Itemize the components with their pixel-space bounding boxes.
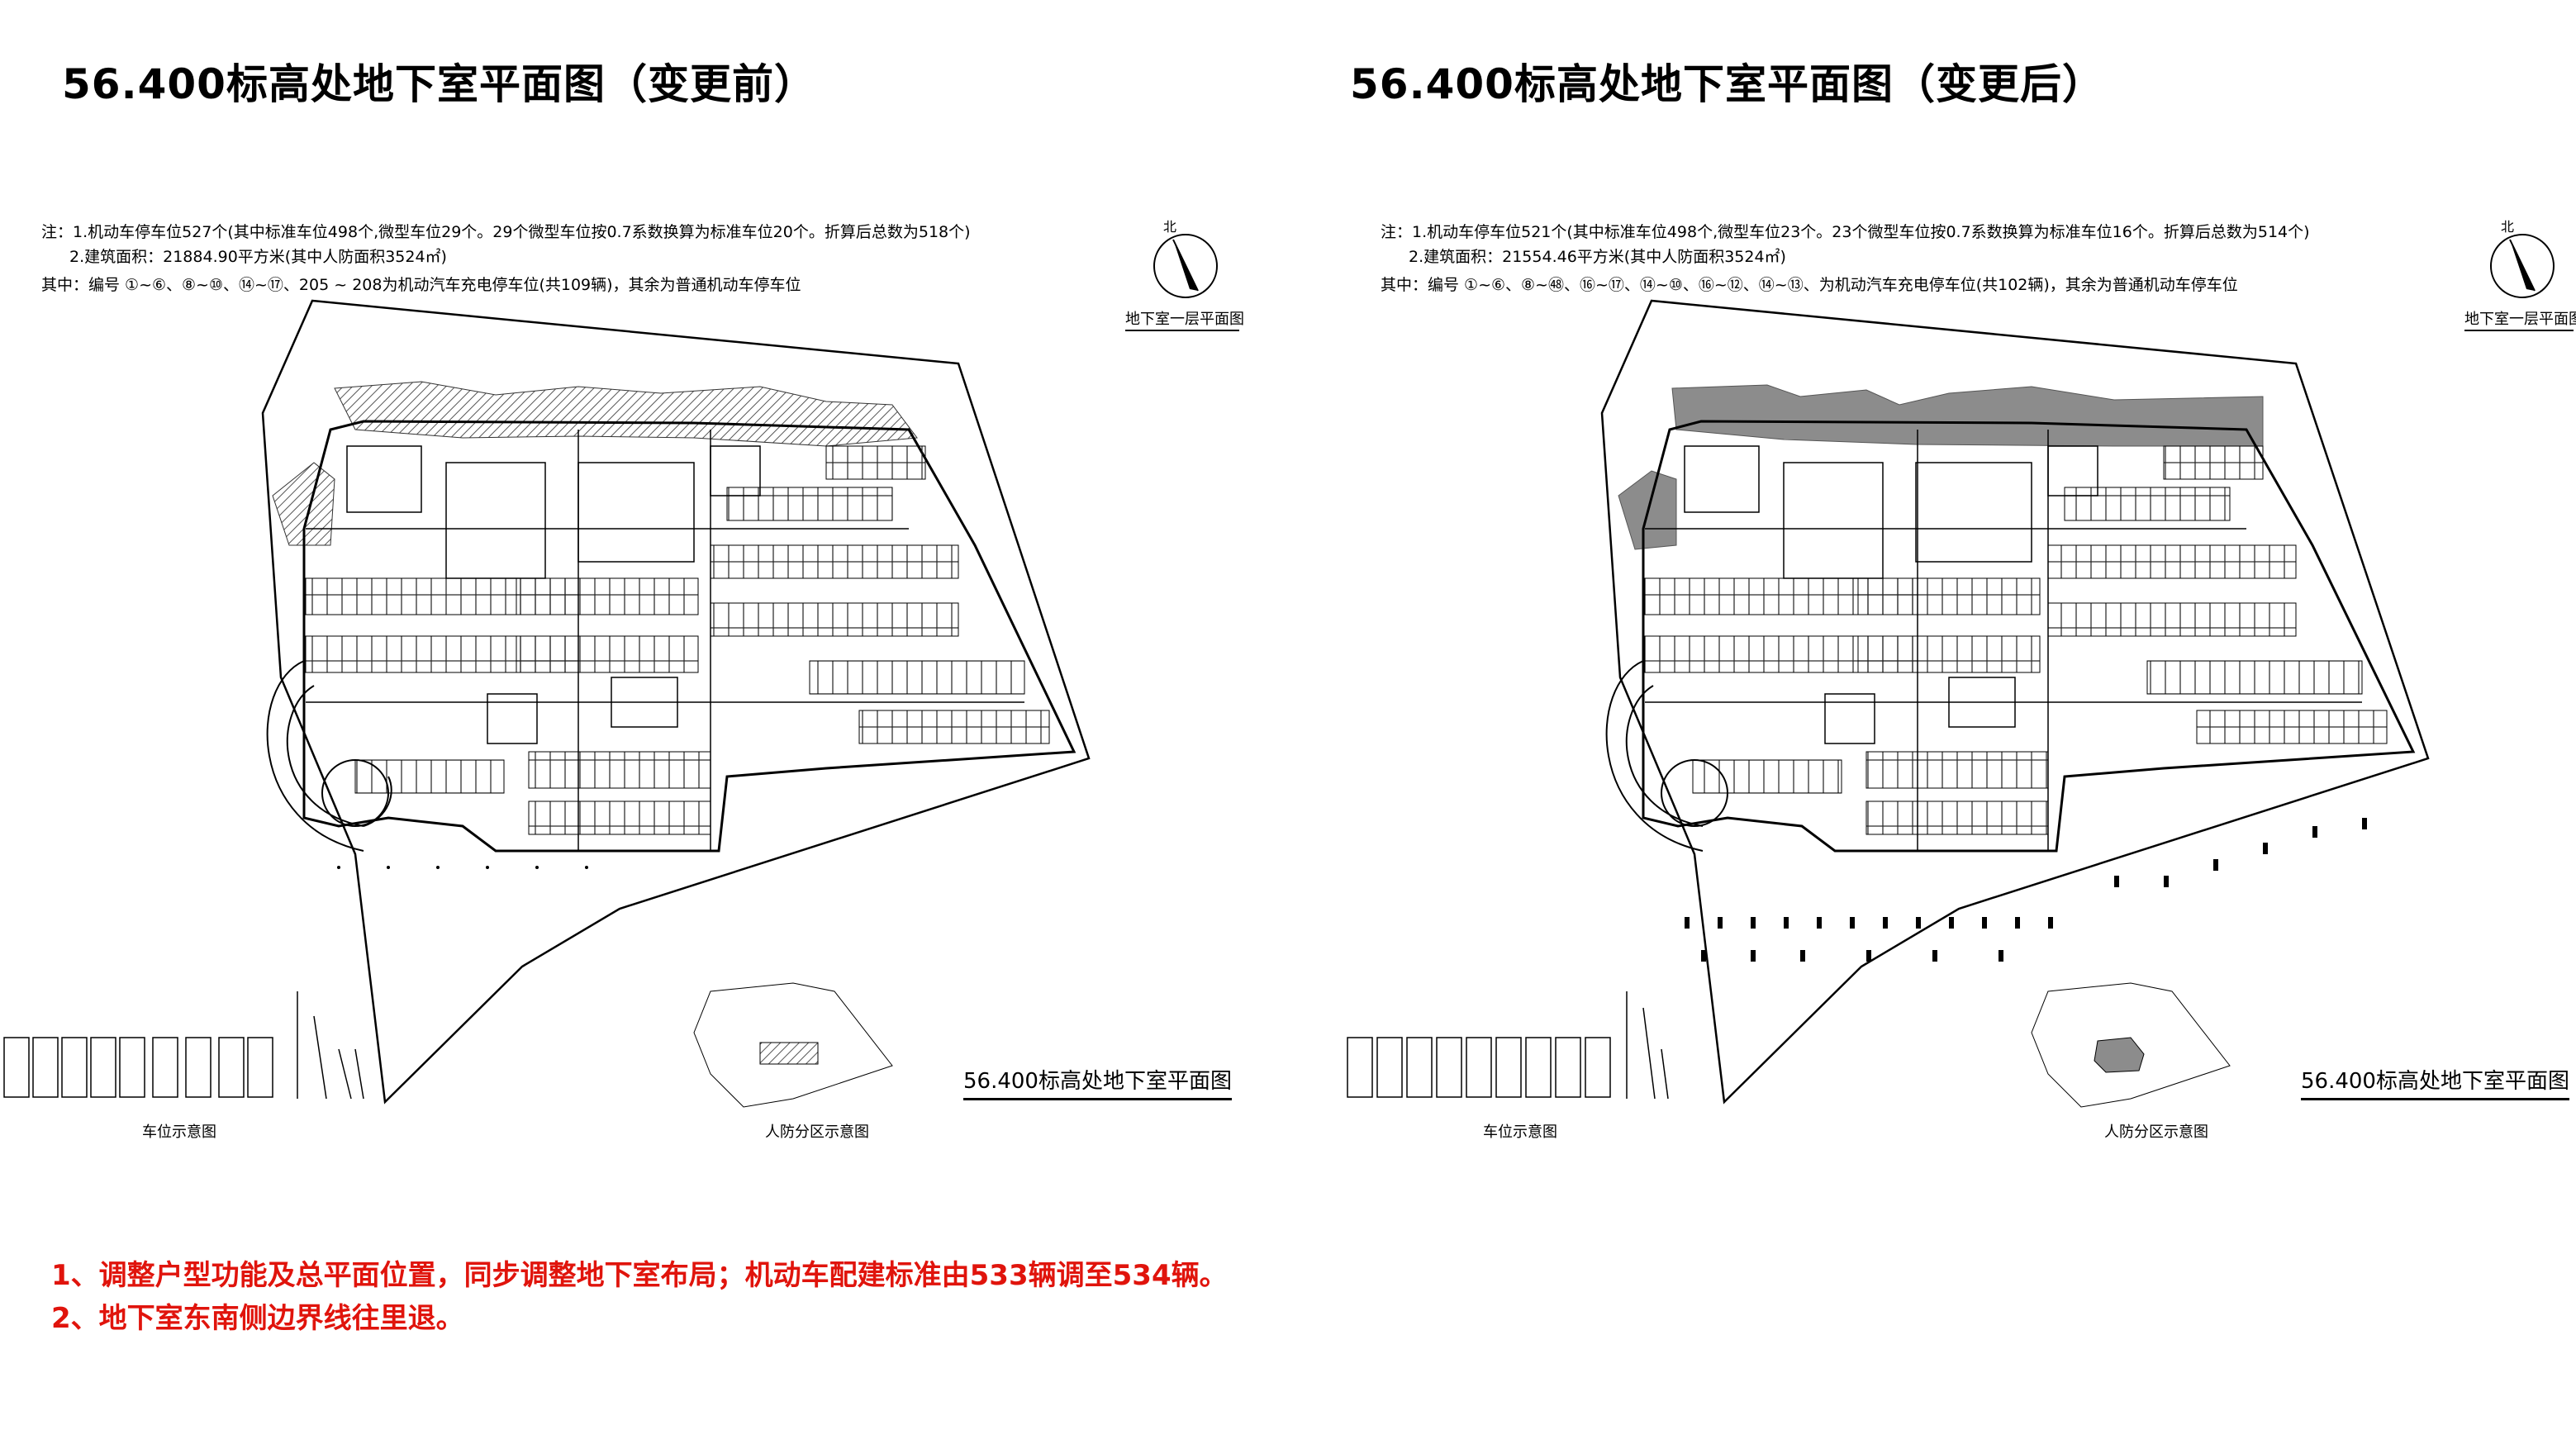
curved-ramp-before <box>266 660 392 852</box>
note-line-2-after: 2.建筑面积：21554.46平方米(其中人防面积3524㎡) <box>1409 248 1786 266</box>
basement-outline-before <box>302 420 1077 853</box>
plan-title-before: 56.400标高处地下室平面图（变更前） <box>62 60 816 108</box>
civil-defense-label-before: 人防分区示意图 <box>765 1124 869 1141</box>
panel-after: 56.400标高处地下室平面图（变更后） 注：1.机动车停车位521个(其中标准… <box>1288 0 2576 1190</box>
site-boundary-after <box>1600 299 2430 1105</box>
parking-diagram-before <box>3 991 364 1100</box>
parking-stalls-before <box>305 445 1050 835</box>
basement-outline-after <box>1642 420 2416 853</box>
panel-before: 56.400标高处地下室平面图（变更前） 注：1.机动车停车位527个(其中标准… <box>0 0 1288 1190</box>
parking-diagram-label-before: 车位示意图 <box>142 1124 216 1141</box>
note-line-2-before: 2.建筑面积：21884.90平方米(其中人防面积3524㎡) <box>69 248 447 266</box>
column-grid-after <box>1685 818 2367 962</box>
civil-defense-diagram-before <box>693 982 893 1108</box>
note-line-3-after: 其中：编号 ①~⑥、⑧~㊽、⑯~⑰、⑭~⑩、⑯~⑫、⑭~⑬、为机动汽车充电停车位… <box>1381 276 2238 294</box>
plan-title-after: 56.400标高处地下室平面图（变更后） <box>1350 60 2104 108</box>
note-line-1-before: 注：1.机动车停车位527个(其中标准车位498个,微型车位29个。29个微型车… <box>41 223 971 241</box>
note-line-1-after: 注：1.机动车停车位521个(其中标准车位498个,微型车位23个。23个微型车… <box>1381 223 2310 241</box>
floor-plan-drawing-after: 北 地下室一层平面图 <box>1347 219 2576 1108</box>
civil-defense-label-after: 人防分区示意图 <box>2104 1124 2208 1141</box>
site-boundary-before <box>261 299 1091 1105</box>
key-plan-label-after: 地下室一层平面图 <box>2464 311 2576 328</box>
floor-plan-drawing-before: 北 地下室一层平面图 <box>3 219 1244 1108</box>
key-plan-label-before: 地下室一层平面图 <box>1125 311 1244 328</box>
north-arrow-icon <box>1153 234 1218 298</box>
change-notes: 1、调整户型功能及总平面位置，同步调整地下室布局；机动车配建标准由533辆调至5… <box>51 1254 1228 1340</box>
curved-ramp-after <box>1605 660 1728 852</box>
north-label-after: 北 <box>2501 219 2514 235</box>
parking-stalls-after <box>1644 445 2388 835</box>
civil-defense-diagram-after <box>2031 982 2231 1108</box>
sheet-title-after: 56.400标高处地下室平面图 <box>2301 1064 2569 1100</box>
note-line-3-before: 其中：编号 ①~⑥、⑧~⑩、⑭~⑰、205 ~ 208为机动汽车充电停车位(共1… <box>41 276 801 294</box>
change-note-2: 2、地下室东南侧边界线往里退。 <box>51 1302 464 1335</box>
parking-diagram-after <box>1347 991 1669 1100</box>
parking-diagram-label-after: 车位示意图 <box>1483 1124 1557 1141</box>
sheet-title-before: 56.400标高处地下室平面图 <box>963 1064 1232 1100</box>
north-label-before: 北 <box>1163 219 1176 235</box>
north-arrow-icon <box>2490 234 2555 298</box>
change-note-1: 1、调整户型功能及总平面位置，同步调整地下室布局；机动车配建标准由533辆调至5… <box>51 1259 1228 1292</box>
